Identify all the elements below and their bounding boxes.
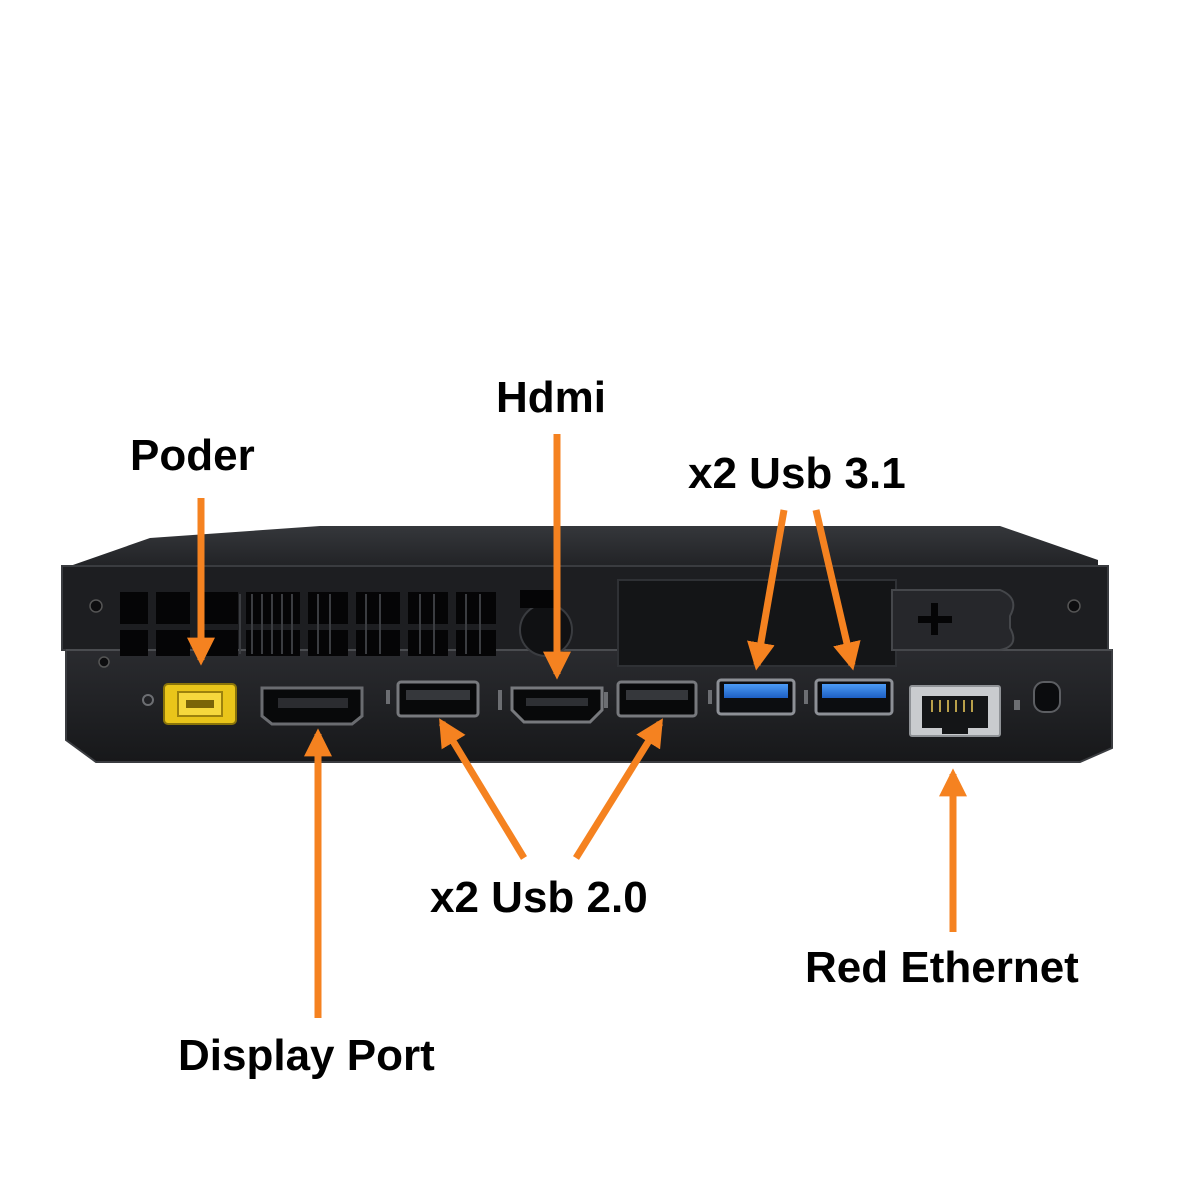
label-usb20: x2 Usb 2.0 (430, 873, 648, 922)
expansion-cover (891, 589, 1015, 651)
chassis-top (70, 526, 1098, 572)
cable-clip-icon (519, 603, 573, 657)
label-hdmi: Hdmi (496, 373, 606, 422)
port-legend-icons (142, 690, 1020, 710)
arrow-usb20-left (439, 718, 527, 860)
screw-right (1067, 599, 1081, 613)
usb31-bay (617, 579, 897, 667)
label-displayport: Display Port (178, 1031, 435, 1080)
label-power: Poder (130, 431, 255, 480)
arrow-usb20-right (573, 718, 663, 860)
arrow-usb31-right (812, 509, 861, 671)
callout-arrows (187, 434, 967, 1018)
security-slot (1033, 681, 1061, 713)
label-ethernet: Red Ethernet (805, 943, 1079, 992)
screw-left (89, 599, 103, 613)
arrow-usb31-left (747, 509, 788, 671)
vent-stripes (239, 594, 481, 654)
label-usb31: x2 Usb 3.1 (688, 449, 906, 498)
plus-symbol-v (931, 603, 938, 635)
vent-grille (120, 592, 496, 656)
screw-lower-left (98, 656, 110, 668)
